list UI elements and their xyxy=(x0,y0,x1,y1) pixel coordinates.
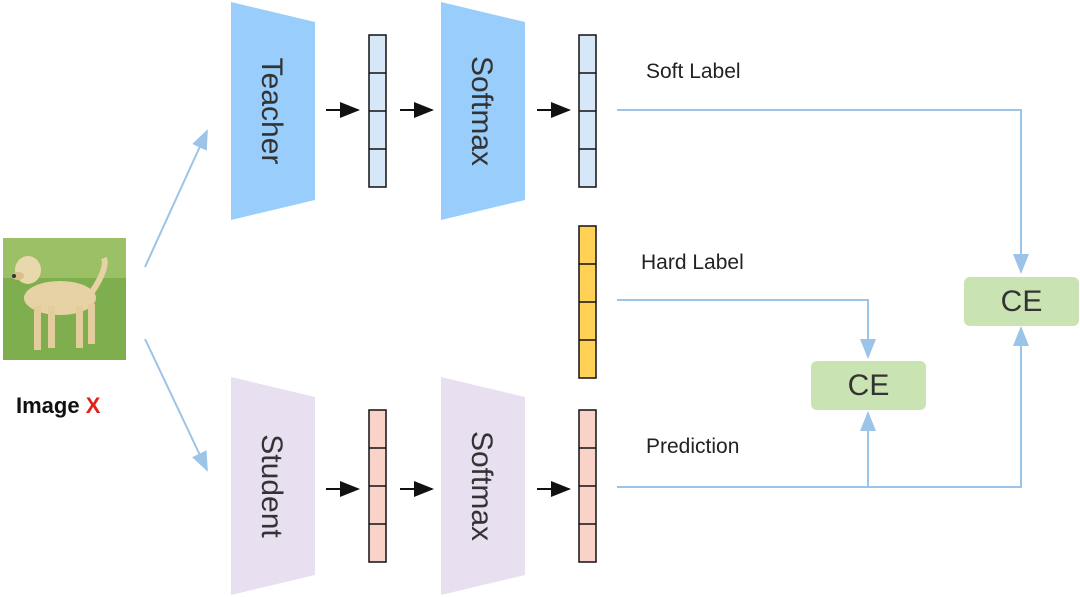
dog-image xyxy=(3,238,126,360)
image-caption: Image X xyxy=(16,393,100,419)
image-caption-text: Image xyxy=(16,393,80,418)
hard-label-connector xyxy=(617,299,876,359)
soft-label-vector xyxy=(578,34,597,188)
teacher-block xyxy=(231,2,315,220)
softmax-top-block xyxy=(441,2,525,220)
ce-right-box: CE xyxy=(964,277,1079,326)
image-to-teacher-arrow xyxy=(144,129,208,268)
image-caption-variable: X xyxy=(85,393,101,418)
soft-label-text: Soft Label xyxy=(646,60,741,83)
prediction-text: Prediction xyxy=(646,435,740,458)
teacher-label: Teacher xyxy=(255,58,288,165)
soft-label-connector xyxy=(617,109,1029,274)
image-to-student-arrow xyxy=(144,338,208,472)
prediction-vector xyxy=(578,409,597,563)
softmax-bottom-block xyxy=(441,377,525,595)
hard-label-text: Hard Label xyxy=(641,251,744,274)
student-label: Student xyxy=(255,434,288,538)
softmax-bottom-label: Softmax xyxy=(465,431,498,541)
student-block xyxy=(231,377,315,595)
teacher-logits-vector xyxy=(368,34,387,188)
ce-left-box: CE xyxy=(811,361,926,410)
softmax-top-label: Softmax xyxy=(465,56,498,166)
student-logits-vector xyxy=(368,409,387,563)
hard-label-vector xyxy=(578,225,597,379)
prediction-to-right-ce-connector xyxy=(617,326,1029,488)
